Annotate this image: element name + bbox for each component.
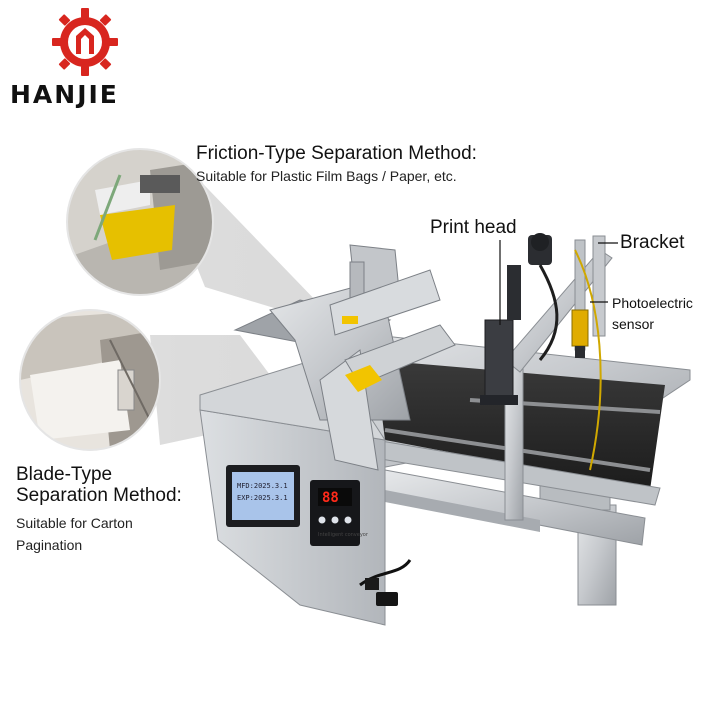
blade-caption: Blade-Type Separation Method: Suitable f… — [16, 464, 182, 556]
bracket — [592, 235, 606, 337]
sensor-label-line2: sensor — [612, 316, 655, 332]
sensor-label-line1: Photoelectric — [612, 295, 693, 311]
svg-text:EXP:2025.3.1: EXP:2025.3.1 — [237, 494, 288, 502]
lcd-screen — [232, 472, 294, 520]
photoelectric-sensor — [571, 309, 589, 347]
sensor-label: Photoelectric sensor — [612, 293, 693, 335]
yellow-label-stack — [345, 365, 382, 392]
blade-title-line1: Blade-Type — [16, 464, 113, 485]
blade-subtitle-line1: Suitable for Carton — [16, 515, 133, 531]
hanjie-logo-icon — [52, 8, 118, 76]
svg-text:88: 88 — [322, 490, 339, 506]
logo-wordmark: HANJIE — [10, 80, 119, 109]
blade-title-line2: Separation Method: — [16, 485, 182, 506]
friction-closeup — [67, 149, 213, 295]
friction-subtitle: Suitable for Plastic Film Bags / Paper, … — [196, 168, 457, 184]
print-head — [484, 319, 514, 401]
svg-text:MFD:2025.3.1: MFD:2025.3.1 — [237, 482, 288, 490]
blade-subtitle-line2: Pagination — [16, 537, 83, 553]
svg-text:Intelligent conveyor: Intelligent conveyor — [318, 532, 369, 538]
bracket-label: Bracket — [620, 232, 685, 253]
segment-display — [318, 488, 352, 506]
print-head-label: Print head — [430, 217, 517, 238]
blade-closeup — [20, 310, 160, 450]
friction-title: Friction-Type Separation Method: — [196, 143, 477, 164]
